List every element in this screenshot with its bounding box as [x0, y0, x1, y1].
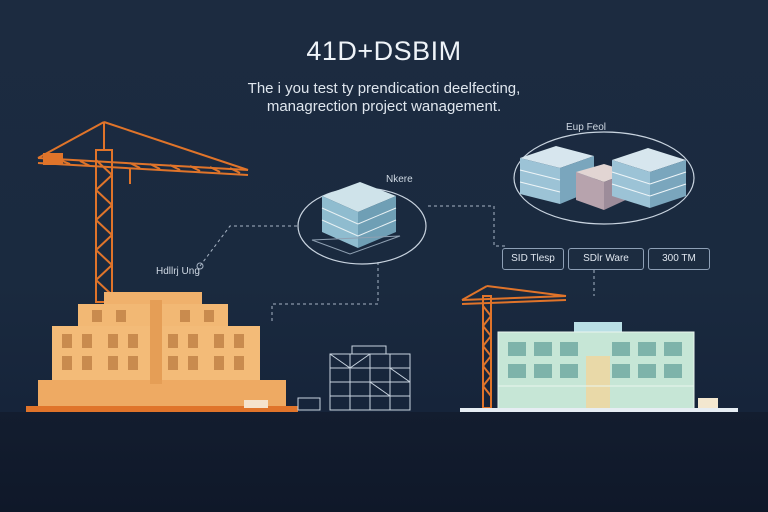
left-building-label: Hdllrj Ung	[156, 266, 200, 277]
left-crane	[37, 121, 249, 303]
subtitle-line-1: The i you test ty prendication deelfecti…	[247, 80, 521, 97]
center-model	[297, 182, 427, 265]
top-right-model	[513, 131, 695, 225]
top-right-model-label: Eup Feol	[566, 122, 607, 133]
center-model-label: Nkere	[386, 174, 413, 185]
tag-pill-1: SID Tlesp	[502, 248, 564, 270]
page-subtitle: The i you test ty prendication deelfecti…	[0, 80, 768, 116]
tag-pill-2: SDlr Ware	[568, 248, 644, 270]
right-crane	[461, 285, 567, 409]
tag-pill-3: 300 TM	[648, 248, 710, 270]
page-title: 41D+DSBIM	[306, 36, 462, 66]
connector-dot-left	[196, 262, 204, 270]
left-building	[26, 292, 298, 412]
subtitle-line-2: managrection project wanagement.	[266, 98, 502, 115]
scaffold-building	[297, 345, 411, 411]
connector-lines	[199, 205, 595, 322]
ground	[0, 412, 768, 512]
right-building	[460, 322, 738, 412]
